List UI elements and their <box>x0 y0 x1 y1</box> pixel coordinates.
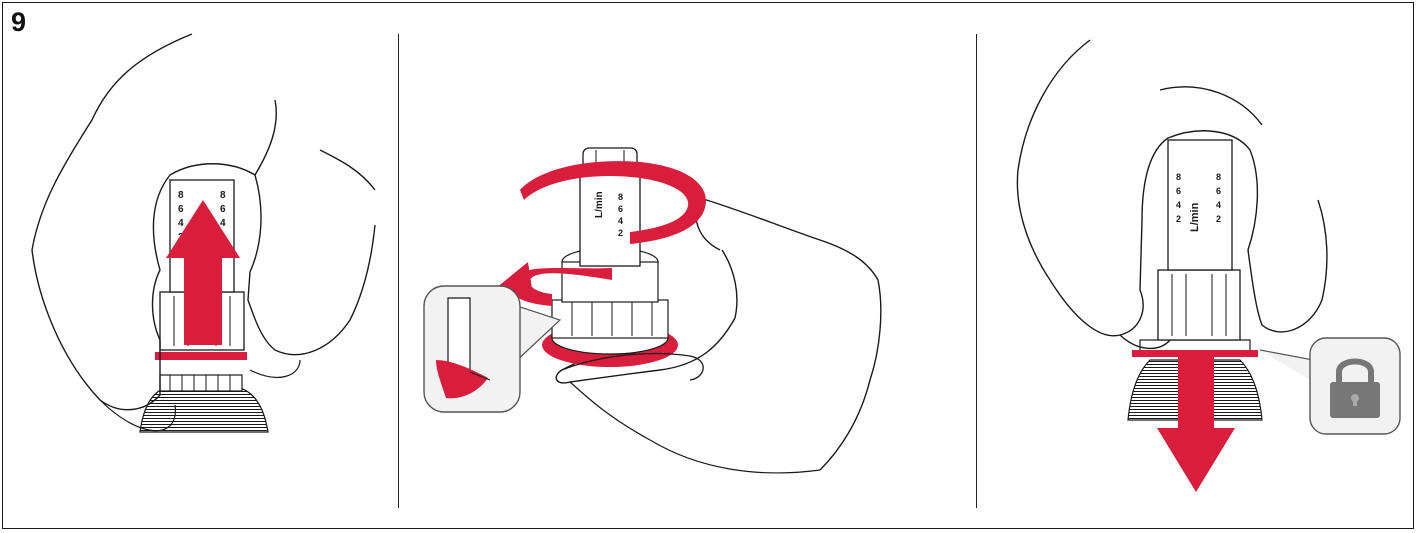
scale-tick: 2 <box>1216 214 1221 224</box>
scale-unit: L/min <box>594 191 605 218</box>
panel-2-illustration: L/min 8 6 4 2 <box>424 148 881 473</box>
valve-housing <box>140 375 268 432</box>
scale-tick: 6 <box>1176 186 1181 196</box>
red-locking-ring <box>155 352 247 360</box>
scale-tick: 4 <box>1176 200 1181 210</box>
scale-tick: 8 <box>220 190 226 201</box>
scale-tick: 6 <box>618 204 623 214</box>
scale-tick: 8 <box>618 192 623 202</box>
scale-unit: L/min <box>1189 202 1201 232</box>
flow-adjuster: L/min 8 6 4 2 8 6 4 2 <box>1158 140 1240 340</box>
scale-tick: 8 <box>178 190 184 201</box>
panel-1-illustration: 8 6 4 2 8 6 4 <box>32 34 375 432</box>
scale-tick: 2 <box>1176 214 1181 224</box>
scale-tick: 8 <box>1176 172 1181 182</box>
panel-3-illustration: L/min 8 6 4 2 8 6 4 2 <box>1017 40 1400 492</box>
scale-tick: 6 <box>1216 186 1221 196</box>
detail-callout <box>424 286 560 412</box>
scale-tick: 2 <box>618 228 623 238</box>
scale-tick: 4 <box>1216 200 1221 210</box>
scale-tick: 8 <box>1216 172 1221 182</box>
scale-tick: 6 <box>178 204 184 215</box>
scale-tick: 4 <box>178 218 184 229</box>
scale-tick: 6 <box>220 204 226 215</box>
scale-tick: 4 <box>220 218 226 229</box>
lock-callout <box>1260 338 1400 434</box>
scale-tick: 4 <box>618 216 623 226</box>
